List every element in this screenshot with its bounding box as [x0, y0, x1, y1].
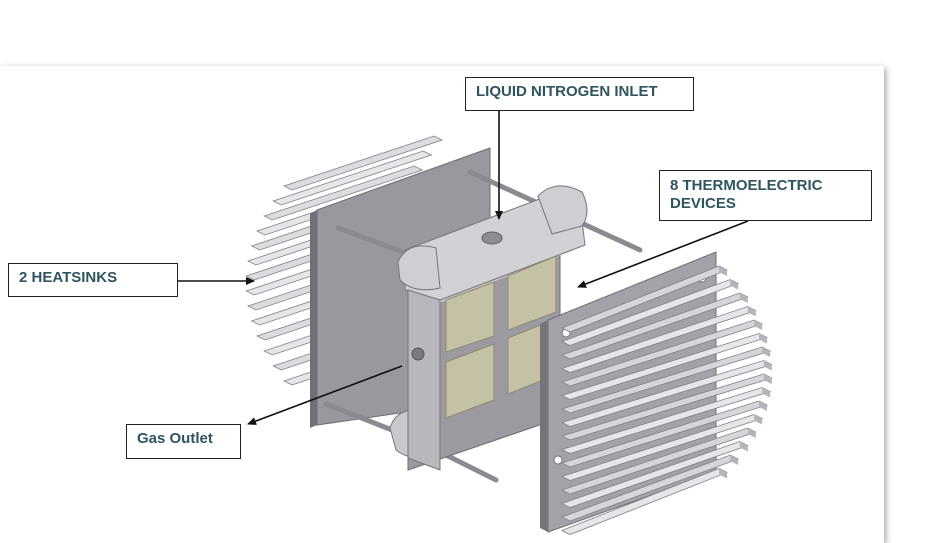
heatsinks-text: 2 HEATSINKS: [19, 269, 118, 286]
liquid-nitrogen-inlet-text: LIQUID NITROGEN INLET: [476, 83, 658, 100]
leader-lines: [178, 111, 749, 425]
heatsinks-label: 2 HEATSINKS: [8, 263, 178, 297]
thermoelectric-devices-label: 8 THERMOELECTRIC DEVICES: [659, 170, 872, 221]
thermoelectric-devices-text-line2: DEVICES: [670, 195, 736, 212]
liquid-nitrogen-inlet-label: LIQUID NITROGEN INLET: [465, 77, 694, 111]
right-heatsink: [540, 251, 773, 535]
thermoelectric-devices-text-line1: 8 THERMOELECTRIC: [670, 177, 823, 194]
thermoelectric-modules: [445, 255, 557, 419]
gas-outlet-text: Gas Outlet: [137, 430, 213, 447]
gas-outlet-label: Gas Outlet: [126, 424, 241, 459]
cold-block: [389, 185, 588, 471]
